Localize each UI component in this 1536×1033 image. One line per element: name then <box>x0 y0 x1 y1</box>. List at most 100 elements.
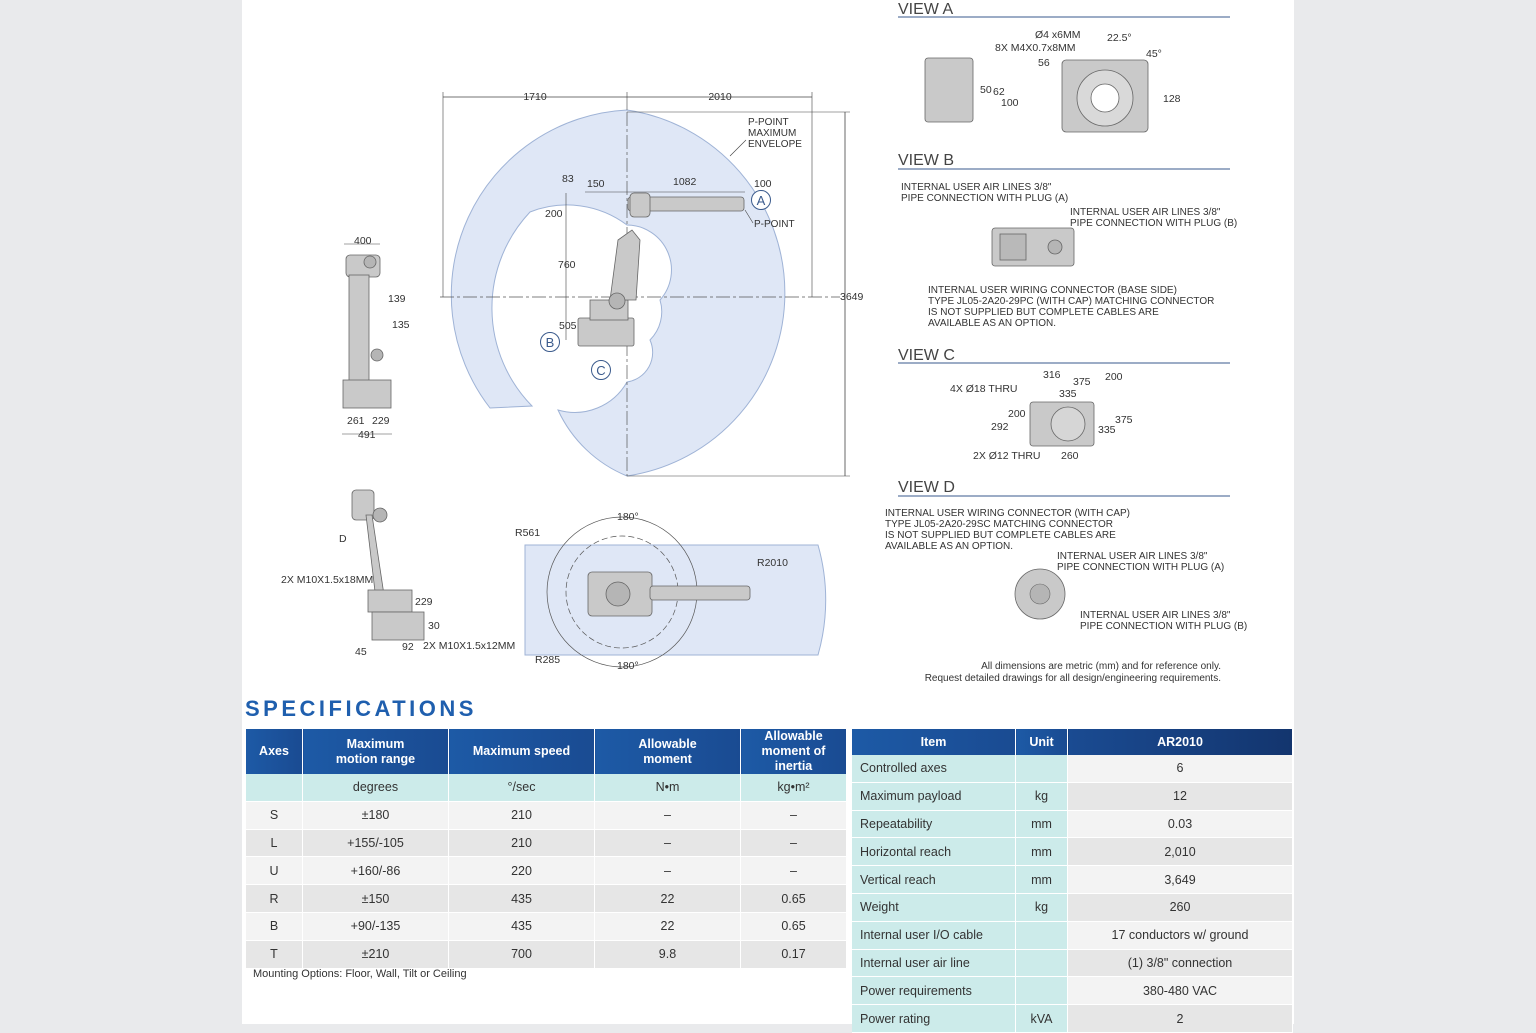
view-d-connector-1: INTERNAL USER WIRING CONNECTOR (WITH CAP… <box>885 508 1130 519</box>
view-b-plug-a-1: INTERNAL USER AIR LINES 3/8" <box>901 182 1052 193</box>
col-header-model: AR2010 <box>1067 729 1293 755</box>
item-name: Horizontal reach <box>852 837 1016 867</box>
view-b-plug-b-2: PIPE CONNECTION WITH PLUG (B) <box>1070 218 1237 229</box>
view-a-angle-2: 45° <box>1146 48 1162 60</box>
units-row: degrees °/sec N•m kg•m² <box>246 774 847 802</box>
table-row: Power rating kVA 2 <box>852 1004 1293 1033</box>
view-c-dim-335a: 335 <box>1059 388 1077 400</box>
unit-cell <box>246 774 303 802</box>
robot-top-view: 180° 180° R561 R2010 R285 <box>515 511 827 672</box>
table-cell: ±210 <box>302 940 449 969</box>
item-unit: kVA <box>1015 1004 1068 1033</box>
dim-3649: 3649 <box>840 291 864 303</box>
bottom-deg-180: 180° <box>617 660 639 672</box>
view-b-connector-2: TYPE JL05-2A20-29PC (WITH CAP) MATCHING … <box>928 296 1214 307</box>
dim-150: 150 <box>587 178 605 190</box>
dim-1710: 1710 <box>523 91 547 103</box>
r2010-label: R2010 <box>757 557 788 569</box>
table-cell: 210 <box>448 801 595 830</box>
item-unit: mm <box>1015 810 1068 839</box>
table-cell: ±150 <box>302 884 449 913</box>
col-header-axes: Axes <box>246 729 303 774</box>
view-d-title: VIEW D <box>898 479 955 496</box>
view-a-hole: Ø4 x6MM <box>1035 29 1081 41</box>
table-cell: – <box>740 829 847 858</box>
table-cell: 220 <box>448 856 595 886</box>
table-row: Horizontal reach mm 2,010 <box>852 837 1293 867</box>
side-dim-139: 139 <box>388 293 406 305</box>
robot-arm-side-view <box>577 192 745 347</box>
main-envelope-view: 1710 2010 3649 P-POINT MAXIMUM ENVELOPE … <box>440 91 864 477</box>
table-cell: 210 <box>448 829 595 858</box>
dim-760: 760 <box>558 259 576 271</box>
table-cell: R <box>246 884 303 913</box>
item-value: (1) 3/8" connection <box>1067 949 1293 978</box>
dim-1082: 1082 <box>673 176 697 188</box>
footnote-1: All dimensions are metric (mm) and for r… <box>981 661 1221 672</box>
bolt-label-2: 2X M10X1.5x12MM <box>423 640 515 652</box>
view-c-dim-375b: 375 <box>1115 414 1133 426</box>
view-a-angle-1: 22.5° <box>1107 32 1132 44</box>
dim-200: 200 <box>545 208 563 220</box>
item-name: Weight <box>852 893 1016 922</box>
table-row: Weight kg 260 <box>852 893 1293 922</box>
item-value: 12 <box>1067 782 1293 811</box>
col-header-motion-range: Maximum motion range <box>302 729 449 774</box>
view-a-dim-56: 56 <box>1038 57 1050 69</box>
envelope-label-2: MAXIMUM <box>748 128 796 139</box>
col-header-moment-of-inertia: Allowable moment of inertia <box>740 729 847 774</box>
view-c-thru12: 2X Ø12 THRU <box>973 450 1041 462</box>
item-value: 6 <box>1067 755 1293 783</box>
view-d-connector-3: IS NOT SUPPLIED BUT COMPLETE CABLES ARE <box>885 530 1116 541</box>
footnote-2: Request detailed drawings for all design… <box>925 673 1221 684</box>
view-a-dim-128: 128 <box>1163 93 1181 105</box>
unit-cell: °/sec <box>448 774 595 802</box>
item-unit: kg <box>1015 782 1068 811</box>
view-c-dim-292: 292 <box>991 421 1009 433</box>
view-a-bolts: 8X M4X0.7x8MM <box>995 42 1076 54</box>
table-row: Maximum payload kg 12 <box>852 782 1293 811</box>
table-cell: +155/-105 <box>302 829 449 858</box>
lower-dim-30: 30 <box>428 620 440 632</box>
view-c-dim-375a: 375 <box>1073 376 1091 388</box>
view-b-connector-1: INTERNAL USER WIRING CONNECTOR (BASE SID… <box>928 285 1177 296</box>
table-row: L +155/-105 210 – – <box>246 829 847 858</box>
view-b-plug-a-2: PIPE CONNECTION WITH PLUG (A) <box>901 193 1068 204</box>
table-cell: +90/-135 <box>302 912 449 941</box>
side-dim-135: 135 <box>392 319 410 331</box>
marker-d: D <box>339 533 347 545</box>
item-value: 260 <box>1067 893 1293 922</box>
table-row: T ±210 700 9.8 0.17 <box>246 940 847 969</box>
table-cell: S <box>246 801 303 830</box>
view-d-plug-a-2: PIPE CONNECTION WITH PLUG (A) <box>1057 562 1224 573</box>
item-value: 380-480 VAC <box>1067 976 1293 1006</box>
view-c-title: VIEW C <box>898 347 955 364</box>
table-row: Controlled axes 6 <box>852 755 1293 783</box>
view-b-title: VIEW B <box>898 152 954 169</box>
lower-dim-229: 229 <box>415 596 433 608</box>
table-cell: – <box>594 856 741 886</box>
side-dim-491: 491 <box>358 429 376 441</box>
item-name: Vertical reach <box>852 865 1016 894</box>
table-row: Power requirements 380-480 VAC <box>852 976 1293 1006</box>
view-a-dim-50: 50 <box>980 84 992 96</box>
view-c-thru18: 4X Ø18 THRU <box>950 383 1018 395</box>
item-name: Power rating <box>852 1004 1016 1033</box>
table-row: Repeatability mm 0.03 <box>852 810 1293 839</box>
view-b: VIEW B INTERNAL USER AIR LINES 3/8" PIPE… <box>898 152 1237 329</box>
table-cell: 0.65 <box>740 884 847 913</box>
robot-front-view: 400 139 135 261 229 491 <box>342 235 410 441</box>
view-c: VIEW C 4X Ø18 THRU 2X Ø12 THRU 316 375 2… <box>898 347 1230 462</box>
table-row: Vertical reach mm 3,649 <box>852 865 1293 894</box>
table-cell: 700 <box>448 940 595 969</box>
view-b-connector-4: AVAILABLE AS AN OPTION. <box>928 318 1056 329</box>
col-header-max-speed: Maximum speed <box>448 729 595 774</box>
top-deg-180: 180° <box>617 511 639 523</box>
table-cell: 435 <box>448 884 595 913</box>
p-point-label: P-POINT <box>754 219 795 230</box>
r561-label: R561 <box>515 527 540 539</box>
item-value: 3,649 <box>1067 865 1293 894</box>
item-unit <box>1015 976 1068 1006</box>
view-d: VIEW D INTERNAL USER WIRING CONNECTOR (W… <box>885 479 1247 632</box>
item-name: Internal user air line <box>852 949 1016 978</box>
